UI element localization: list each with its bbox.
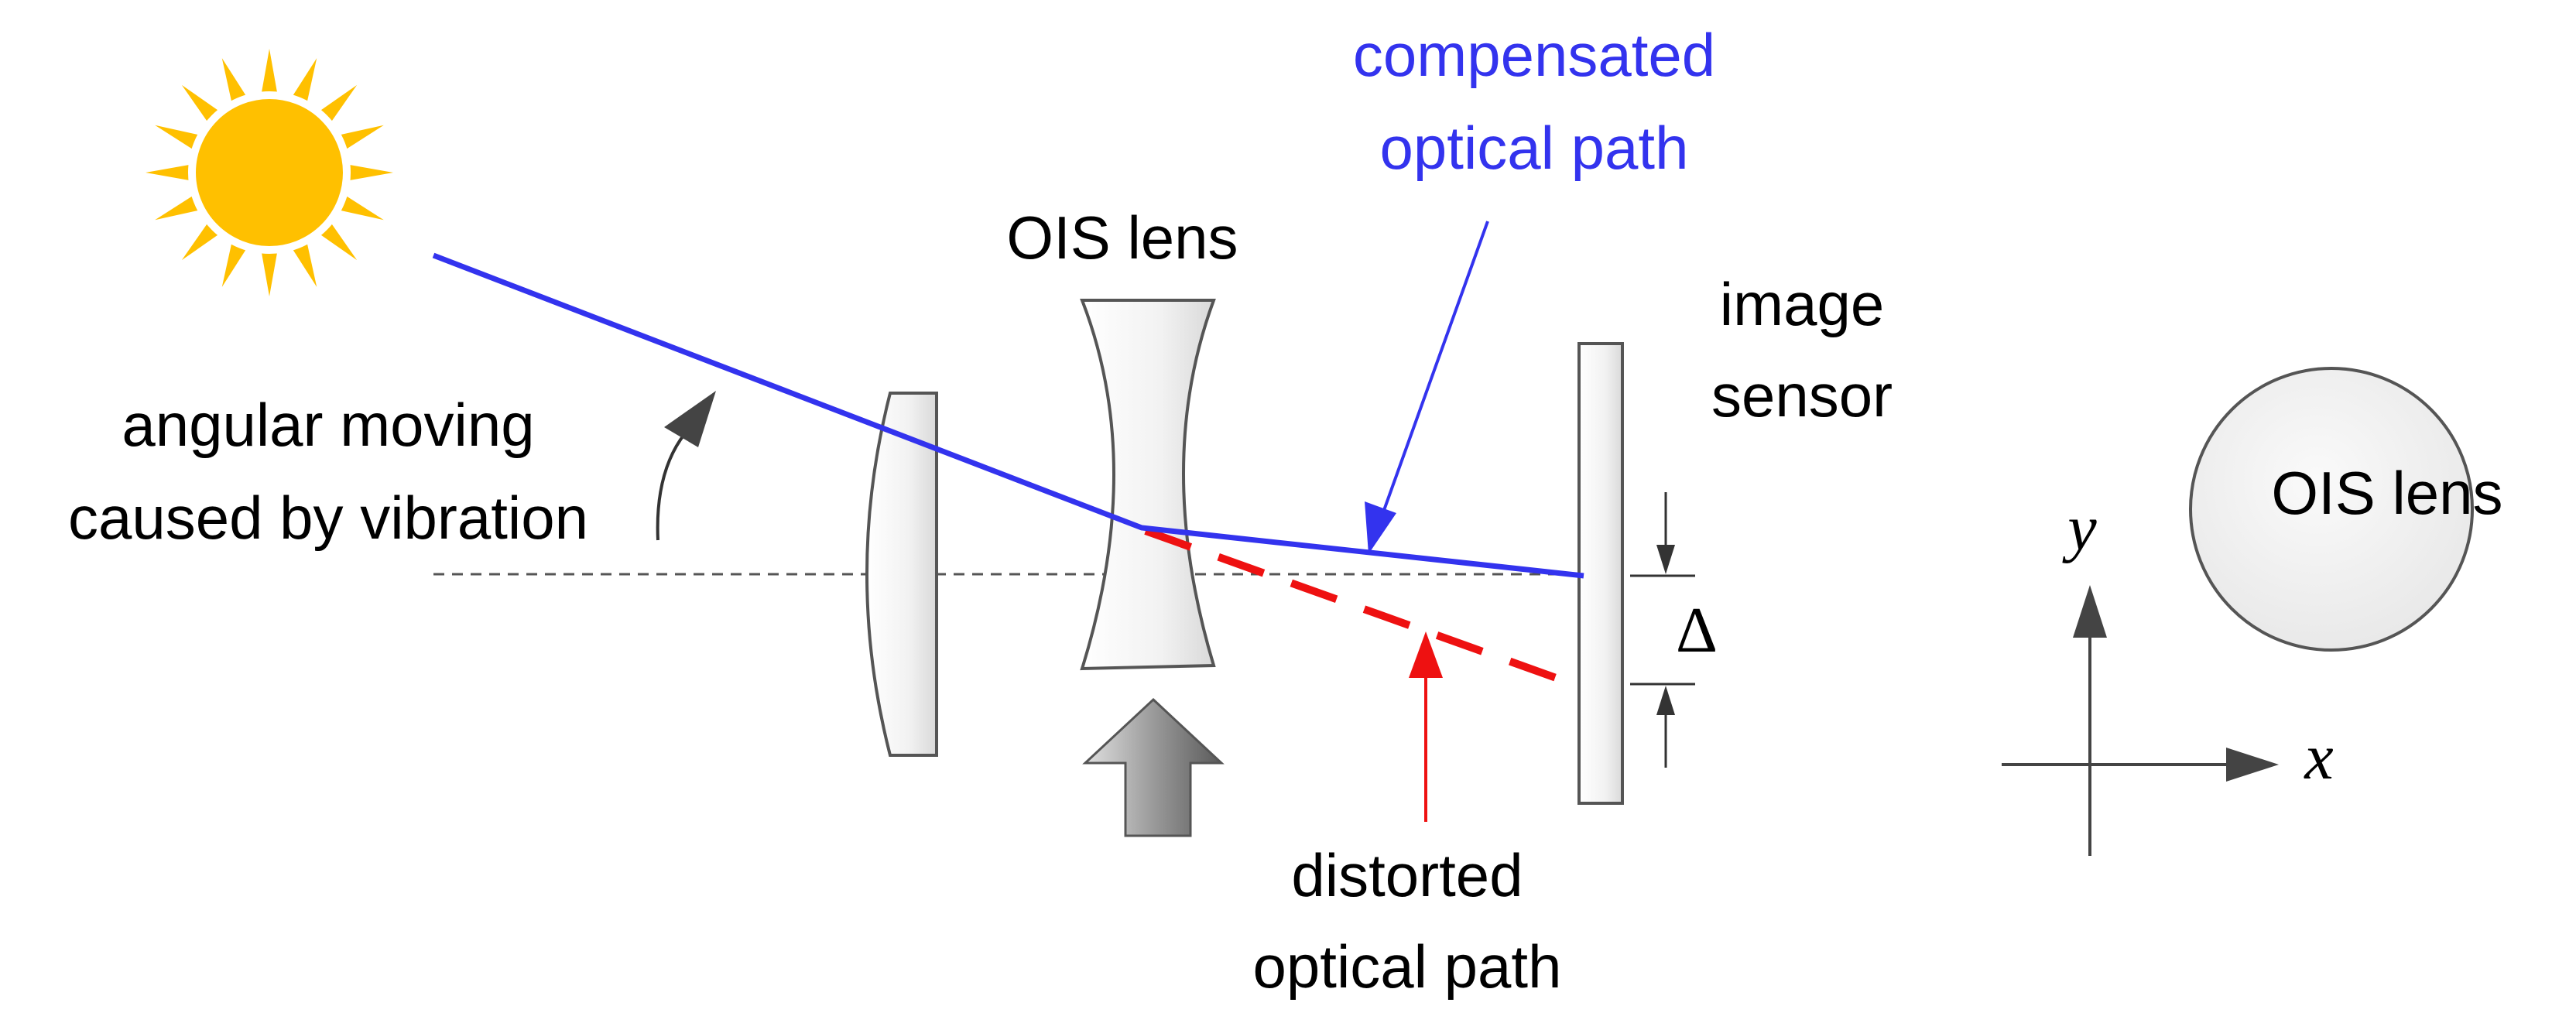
- ois-lens: [1080, 299, 1216, 671]
- sun-ray: [317, 84, 358, 125]
- sun-rays: [146, 49, 393, 296]
- sun-ray: [317, 221, 358, 261]
- front-lens: [865, 392, 938, 757]
- sun-ray: [155, 194, 202, 221]
- image-sensor-label-line1: image: [1720, 270, 1884, 338]
- ois-lens-front-view: [2189, 367, 2474, 652]
- distorted-label-line1: distorted: [1291, 841, 1523, 909]
- x-axis-label: x: [2303, 721, 2333, 793]
- sun-ray: [261, 249, 278, 296]
- angular-label-line1: angular moving: [122, 391, 534, 459]
- ois-lens-circle-label: OIS lens: [2271, 459, 2502, 527]
- compensated-pointer: [1365, 221, 1489, 554]
- compensated-label-line1: compensated: [1353, 21, 1715, 89]
- sun-ray: [337, 194, 384, 221]
- sun-icon: [146, 49, 393, 296]
- angular-label-line2: caused by vibration: [68, 484, 588, 552]
- sun-ray: [221, 240, 248, 287]
- curved-arrow-icon: [656, 391, 716, 541]
- sun-core-inner: [201, 104, 337, 241]
- sun-ray: [221, 58, 248, 105]
- distorted-label-line2: optical path: [1253, 932, 1562, 1001]
- y-axis-label: y: [2061, 492, 2097, 564]
- compensated-label-line2: optical path: [1380, 114, 1689, 182]
- sun-ray: [181, 84, 221, 125]
- sun-ray: [155, 125, 202, 151]
- image-sensor-label-line2: sensor: [1711, 361, 1893, 429]
- compensated-path: [432, 252, 1584, 579]
- sun-ray: [346, 164, 393, 181]
- sun-ray: [291, 240, 317, 287]
- distorted-pointer: [1409, 631, 1443, 822]
- coordinate-axes: [2002, 585, 2279, 856]
- sun-ray: [181, 221, 221, 261]
- sun-ray: [291, 58, 317, 105]
- delta-label: Δ: [1676, 594, 1718, 666]
- up-arrow-icon: [1082, 697, 1225, 837]
- sun-ray: [146, 164, 193, 181]
- delta-dimension: [1630, 492, 1695, 768]
- sun-ray: [261, 49, 278, 96]
- ois-lens-label: OIS lens: [1006, 204, 1238, 272]
- sun-ray: [337, 125, 384, 151]
- image-sensor: [1577, 342, 1624, 805]
